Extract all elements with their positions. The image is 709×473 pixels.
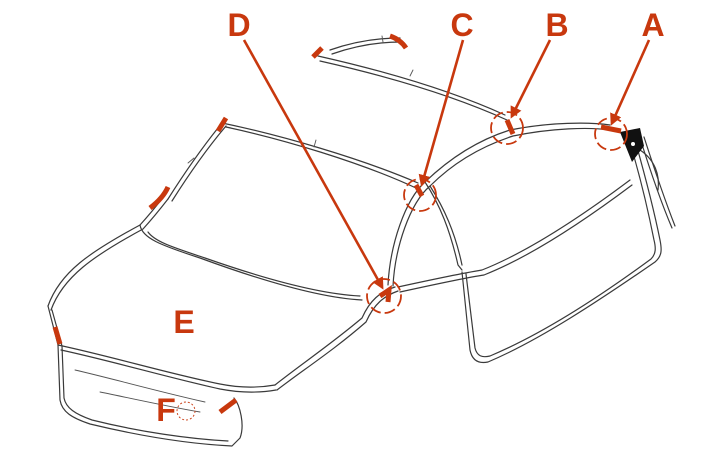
seal-segment-a-pillar-top	[215, 116, 229, 133]
highlight-circle-f	[176, 401, 196, 421]
callout-label-b: B	[545, 7, 568, 43]
seal-segment-roof-front	[311, 46, 324, 59]
callout-label-d: D	[227, 7, 250, 43]
seal-segment-c	[413, 183, 425, 198]
callout-label-e: E	[173, 304, 194, 340]
seal-segment-d	[378, 285, 392, 303]
seal-segment-bumper-right	[218, 398, 238, 414]
callout-label-c: C	[450, 7, 473, 43]
seal-segment-fender	[148, 185, 171, 210]
callout-label-f: F	[156, 392, 176, 428]
leader-arrow-b	[510, 39, 552, 119]
callout-label-a: A	[641, 7, 664, 43]
highlight-circle-b	[490, 111, 524, 145]
highlight-circle-a	[594, 117, 628, 151]
leader-arrow-d	[242, 39, 384, 290]
car-body-outline	[47, 35, 676, 447]
seal-segment-b	[504, 119, 516, 135]
seal-segment-upper-arc	[389, 33, 409, 50]
highlight-circle-d	[366, 278, 402, 314]
leader-arrow-c	[418, 39, 465, 187]
seal-segments	[52, 33, 622, 414]
highlight-circle-c	[403, 178, 437, 212]
quarter-glass-dot	[631, 142, 635, 146]
leader-arrow-a	[610, 39, 651, 126]
seal-segment-a	[600, 124, 622, 134]
seal-segment-bumper-left	[52, 326, 63, 345]
